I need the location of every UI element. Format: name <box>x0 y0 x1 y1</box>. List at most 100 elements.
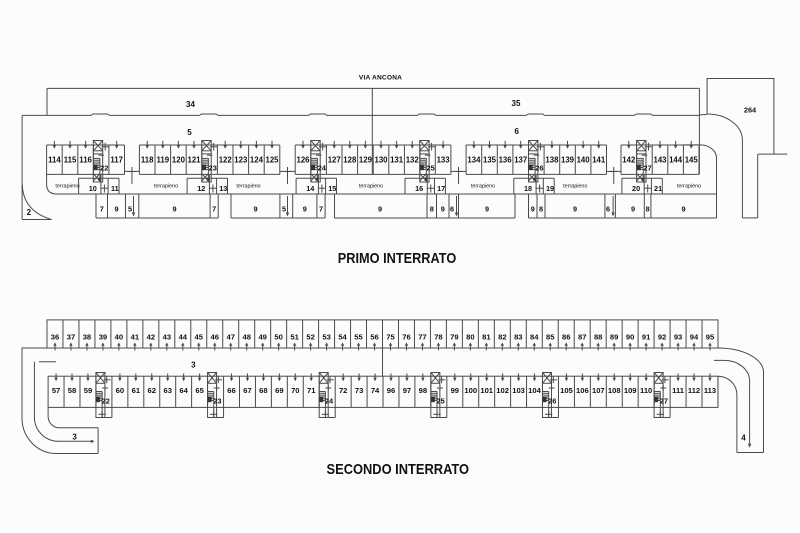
svg-text:40: 40 <box>115 333 123 342</box>
svg-text:116: 116 <box>79 155 92 164</box>
svg-text:80: 80 <box>466 333 474 342</box>
svg-text:139: 139 <box>561 155 575 164</box>
svg-text:27: 27 <box>660 397 668 406</box>
svg-text:137: 137 <box>514 155 527 164</box>
svg-text:8: 8 <box>646 205 650 214</box>
svg-text:39: 39 <box>99 333 107 342</box>
svg-text:78: 78 <box>434 333 442 342</box>
svg-text:264: 264 <box>744 106 757 115</box>
svg-text:25: 25 <box>437 397 445 406</box>
svg-text:63: 63 <box>163 386 171 395</box>
svg-text:53: 53 <box>322 333 330 342</box>
svg-text:9: 9 <box>253 205 257 214</box>
svg-text:65: 65 <box>195 386 204 395</box>
svg-text:4: 4 <box>741 433 746 442</box>
svg-text:9: 9 <box>378 205 382 214</box>
svg-text:45: 45 <box>195 333 204 342</box>
svg-text:140: 140 <box>577 155 591 164</box>
svg-text:143: 143 <box>653 155 667 164</box>
svg-text:9: 9 <box>531 205 535 214</box>
svg-text:82: 82 <box>498 333 506 342</box>
svg-text:92: 92 <box>658 333 666 342</box>
svg-text:122: 122 <box>219 155 233 164</box>
svg-text:54: 54 <box>338 333 347 342</box>
svg-text:14: 14 <box>306 184 315 193</box>
svg-text:22: 22 <box>102 397 110 406</box>
svg-text:11: 11 <box>111 184 119 193</box>
svg-text:38: 38 <box>83 333 91 342</box>
svg-text:98: 98 <box>419 386 427 395</box>
svg-text:6: 6 <box>514 127 519 136</box>
svg-text:83: 83 <box>514 333 522 342</box>
svg-text:72: 72 <box>339 386 347 395</box>
svg-text:26: 26 <box>548 397 556 406</box>
svg-text:56: 56 <box>370 333 378 342</box>
svg-text:48: 48 <box>242 333 250 342</box>
svg-text:5: 5 <box>187 128 192 137</box>
svg-text:104: 104 <box>528 386 541 395</box>
svg-text:77: 77 <box>418 333 426 342</box>
svg-text:106: 106 <box>576 386 589 395</box>
svg-text:100: 100 <box>464 386 477 395</box>
svg-text:6: 6 <box>450 205 454 214</box>
svg-text:123: 123 <box>234 155 248 164</box>
svg-text:9: 9 <box>303 205 307 214</box>
svg-text:132: 132 <box>406 155 420 164</box>
svg-text:12: 12 <box>197 184 205 193</box>
svg-text:118: 118 <box>141 155 154 164</box>
svg-text:20: 20 <box>632 184 640 193</box>
svg-text:8: 8 <box>430 205 434 214</box>
svg-text:49: 49 <box>258 333 266 342</box>
svg-text:7: 7 <box>319 205 323 214</box>
svg-text:94: 94 <box>690 333 699 342</box>
svg-text:69: 69 <box>275 386 283 395</box>
svg-text:5: 5 <box>282 205 286 214</box>
svg-text:95: 95 <box>706 333 715 342</box>
svg-text:76: 76 <box>402 333 410 342</box>
svg-text:89: 89 <box>610 333 618 342</box>
svg-text:21: 21 <box>654 184 662 193</box>
svg-text:112: 112 <box>688 386 700 395</box>
svg-text:46: 46 <box>211 333 219 342</box>
svg-text:136: 136 <box>499 155 513 164</box>
svg-text:terrapieno: terrapieno <box>471 184 495 190</box>
svg-text:90: 90 <box>626 333 634 342</box>
svg-text:19: 19 <box>546 184 554 193</box>
svg-text:9: 9 <box>631 205 635 214</box>
svg-text:129: 129 <box>359 155 373 164</box>
svg-text:111: 111 <box>672 386 685 395</box>
svg-text:134: 134 <box>467 155 481 164</box>
svg-text:144: 144 <box>669 155 683 164</box>
svg-text:3: 3 <box>191 360 196 369</box>
svg-text:34: 34 <box>186 100 195 109</box>
svg-text:PRIMO INTERRATO: PRIMO INTERRATO <box>338 250 457 267</box>
svg-text:96: 96 <box>387 386 395 395</box>
svg-text:135: 135 <box>483 155 497 164</box>
svg-text:70: 70 <box>291 386 299 395</box>
svg-text:7: 7 <box>100 205 104 214</box>
svg-text:5: 5 <box>128 205 132 214</box>
svg-text:103: 103 <box>512 386 525 395</box>
svg-text:85: 85 <box>546 333 555 342</box>
svg-text:74: 74 <box>371 386 380 395</box>
svg-text:10: 10 <box>89 184 97 193</box>
svg-text:113: 113 <box>704 386 716 395</box>
svg-text:25: 25 <box>426 164 434 173</box>
svg-text:50: 50 <box>274 333 282 342</box>
svg-text:6: 6 <box>606 205 610 214</box>
svg-text:8: 8 <box>539 205 543 214</box>
svg-text:64: 64 <box>179 386 188 395</box>
svg-text:47: 47 <box>226 333 234 342</box>
svg-text:75: 75 <box>386 333 395 342</box>
svg-text:126: 126 <box>296 155 310 164</box>
svg-text:VIA ANCONA: VIA ANCONA <box>359 75 402 82</box>
svg-text:24: 24 <box>325 397 334 406</box>
svg-text:131: 131 <box>390 155 404 164</box>
svg-text:120: 120 <box>172 155 186 164</box>
svg-text:52: 52 <box>306 333 314 342</box>
svg-text:17: 17 <box>437 184 445 193</box>
svg-text:145: 145 <box>685 155 699 164</box>
svg-text:133: 133 <box>437 155 451 164</box>
svg-text:57: 57 <box>52 386 60 395</box>
svg-text:55: 55 <box>354 333 363 342</box>
